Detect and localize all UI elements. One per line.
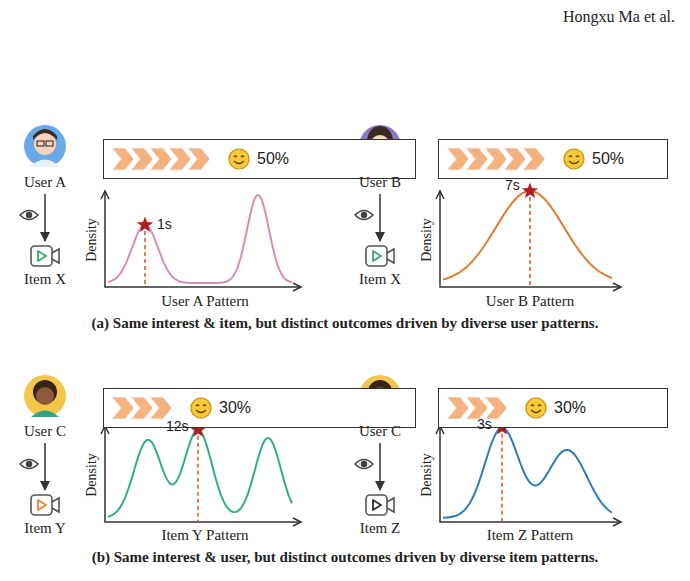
node-label: Item X: [10, 271, 80, 288]
density-curve: [443, 191, 612, 280]
video-item-icon: [29, 243, 61, 269]
item-node: Item X: [345, 243, 415, 288]
user-avatar: [24, 125, 66, 167]
chevron: [112, 148, 134, 170]
user-avatar: [24, 375, 66, 417]
view-arrow: [379, 194, 381, 241]
eye-icon: [20, 211, 373, 469]
axis-label: Density: [84, 453, 100, 497]
smiley-icon: [562, 147, 586, 171]
progress-chevrons: [112, 147, 213, 171]
item-node: Item Y: [10, 492, 80, 537]
axis-label: Density: [419, 218, 435, 262]
smiley-icon: [524, 396, 548, 420]
chevron: [466, 148, 488, 170]
chevron: [150, 397, 172, 419]
star-marker: [522, 183, 538, 198]
running-header: Hongxu Ma et al.: [563, 8, 675, 26]
percent-text: 50%: [257, 150, 289, 168]
node-label: User C: [10, 423, 80, 440]
axis-arrow: [436, 191, 444, 199]
chevron: [504, 148, 526, 170]
peak-time: 7s: [505, 177, 520, 193]
chevron: [447, 148, 469, 170]
axis-arrow: [293, 518, 301, 526]
item-node: Item X: [10, 243, 80, 288]
chart-axes: [105, 427, 300, 522]
peak-marker-line: [501, 434, 503, 522]
chevron: [466, 397, 488, 419]
progress-chevrons: [112, 396, 175, 420]
node-label: User C: [345, 423, 415, 440]
density-charts: [101, 183, 621, 527]
user-node: User A: [10, 174, 80, 191]
axis-arrow: [293, 283, 301, 291]
subcaption: (a) Same interest & item, but distinct o…: [92, 315, 599, 332]
node-label: User B: [345, 174, 415, 191]
smiley-icon: [189, 396, 213, 420]
axis-arrow: [613, 283, 621, 291]
axis-label: User B Pattern: [486, 293, 574, 310]
chevron: [112, 397, 134, 419]
percent-text: 30%: [554, 399, 586, 417]
axis-arrow: [101, 191, 109, 199]
axis-label: Item Z Pattern: [487, 527, 574, 544]
density-curve: [108, 195, 292, 283]
chart-axes: [105, 192, 300, 287]
peak-time: 1s: [157, 216, 172, 232]
chevron: [169, 148, 191, 170]
peak-time: 12s: [166, 418, 189, 434]
density-curve: [108, 430, 292, 517]
progress-chevrons: [447, 147, 548, 171]
interest-bar: 30%: [103, 388, 416, 428]
chevron: [131, 397, 153, 419]
percent-text: 50%: [592, 150, 624, 168]
smiley-icon: [227, 147, 251, 171]
density-curve: [443, 428, 612, 518]
chevron: [485, 397, 507, 419]
chevron: [150, 148, 172, 170]
node-label: Item X: [345, 271, 415, 288]
axis-label: Density: [84, 218, 100, 262]
axis-label: Item Y Pattern: [161, 527, 248, 544]
node-label: User A: [10, 174, 80, 191]
subcaption: (b) Same interest & user, but distinct o…: [92, 549, 599, 566]
video-item-icon: [364, 243, 396, 269]
user-node: User C: [345, 423, 415, 440]
view-arrow: [379, 443, 381, 490]
chart-axes: [440, 427, 620, 522]
node-label: Item Z: [345, 520, 415, 537]
video-item-icon: [29, 492, 61, 518]
peak-marker-line: [144, 231, 146, 287]
chevron: [188, 148, 210, 170]
view-arrow: [44, 443, 46, 490]
node-label: Item Y: [10, 520, 80, 537]
axis-label: Density: [419, 453, 435, 497]
interest-bar: 50%: [103, 139, 416, 179]
user-node: User C: [10, 423, 80, 440]
chart-axes: [440, 192, 620, 287]
peak-marker-line: [197, 436, 199, 522]
peak-marker-line: [529, 197, 531, 287]
chevron: [447, 397, 469, 419]
peak-time: 3s: [477, 416, 492, 432]
interest-bar: 30%: [438, 388, 668, 428]
chevron: [485, 148, 507, 170]
view-arrow: [44, 194, 46, 241]
chevron: [131, 148, 153, 170]
star-marker: [137, 217, 153, 232]
chevron: [523, 148, 545, 170]
item-node: Item Z: [345, 492, 415, 537]
axis-arrow: [613, 518, 621, 526]
axis-label: User A Pattern: [161, 293, 249, 310]
video-item-icon: [364, 492, 396, 518]
user-node: User B: [345, 174, 415, 191]
interest-bar: 50%: [438, 139, 668, 179]
percent-text: 30%: [219, 399, 251, 417]
